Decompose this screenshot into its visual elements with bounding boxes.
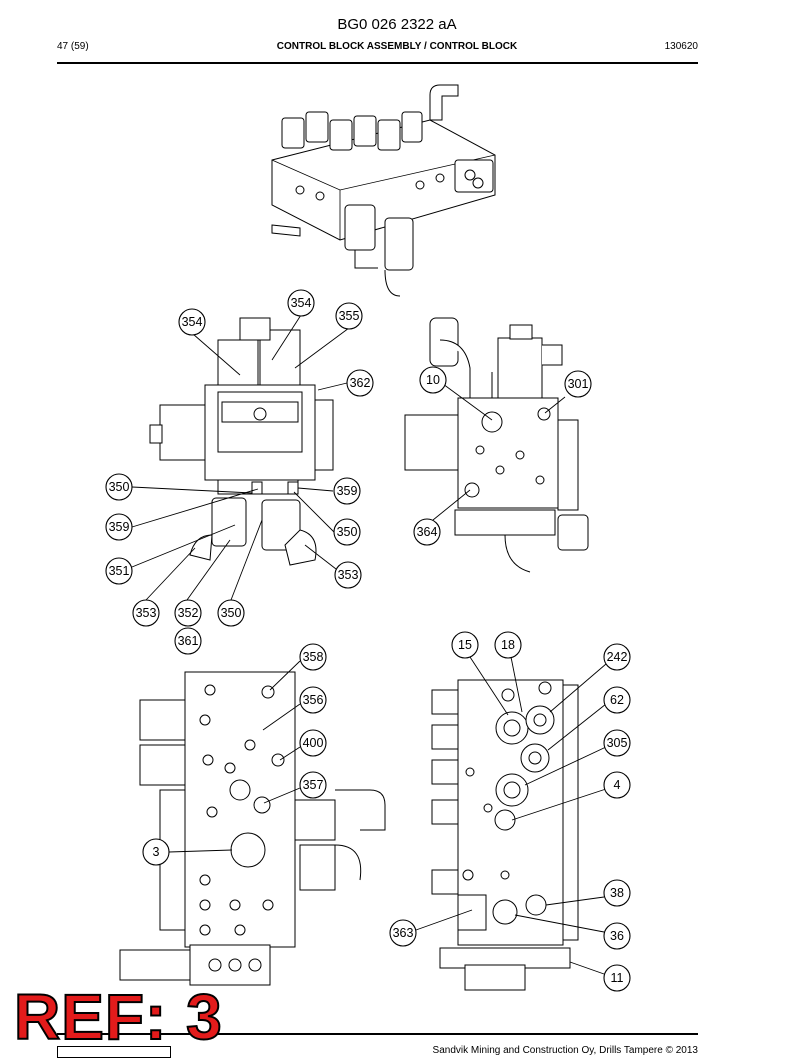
ref-stamp: REF: 3 (13, 981, 223, 1053)
callout-351: 351 (105, 557, 133, 585)
callout-400: 400 (299, 729, 327, 757)
svg-text:350: 350 (109, 480, 130, 494)
front-view (149, 317, 334, 566)
header-rule (57, 62, 698, 64)
callout-305: 305 (603, 729, 631, 757)
svg-text:351: 351 (109, 564, 130, 578)
callout-350-bottom: 350 (217, 599, 245, 627)
svg-text:305: 305 (607, 736, 628, 750)
copyright-footer: Sandvik Mining and Construction Oy, Dril… (432, 1045, 698, 1056)
callout-62: 62 (603, 686, 631, 714)
svg-text:353: 353 (338, 568, 359, 582)
svg-text:400: 400 (303, 736, 324, 750)
callout-364: 364 (413, 518, 441, 546)
leader-lines (131, 314, 607, 975)
callout-10: 10 (419, 366, 447, 394)
callout-356: 356 (299, 686, 327, 714)
svg-text:354: 354 (182, 315, 203, 329)
callout-242: 242 (603, 643, 631, 671)
callout-354-upper: 354 (287, 289, 315, 317)
document-number: BG0 026 2322 aA (337, 16, 457, 33)
svg-text:36: 36 (610, 929, 624, 943)
page-title: CONTROL BLOCK ASSEMBLY / CONTROL BLOCK (276, 41, 518, 52)
svg-text:301: 301 (568, 377, 589, 391)
svg-text:359: 359 (337, 484, 358, 498)
svg-text:363: 363 (393, 926, 414, 940)
isometric-assembly-view (271, 84, 496, 297)
svg-text:15: 15 (458, 638, 472, 652)
svg-text:357: 357 (303, 778, 324, 792)
svg-text:62: 62 (610, 693, 624, 707)
callout-355: 355 (335, 302, 363, 330)
page-number: 47 (59) (57, 41, 89, 52)
callout-350-left: 350 (105, 473, 133, 501)
callout-359-right: 359 (333, 477, 361, 505)
side-view (404, 317, 589, 573)
callout-18: 18 (494, 631, 522, 659)
svg-text:362: 362 (350, 376, 371, 390)
svg-text:350: 350 (221, 606, 242, 620)
svg-text:361: 361 (178, 634, 199, 648)
svg-text:350: 350 (337, 525, 358, 539)
callout-352: 352 (174, 599, 202, 627)
callout-361: 361 (174, 627, 202, 655)
svg-text:3: 3 (153, 845, 160, 859)
callout-38: 38 (603, 879, 631, 907)
callout-4: 4 (603, 771, 631, 799)
svg-text:18: 18 (501, 638, 515, 652)
revision-date: 130620 (664, 41, 698, 52)
svg-text:354: 354 (291, 296, 312, 310)
footer-rule (57, 1033, 698, 1035)
callout-350-right: 350 (333, 518, 361, 546)
callout-11: 11 (603, 964, 631, 992)
svg-text:38: 38 (610, 886, 624, 900)
callout-354-left: 354 (178, 308, 206, 336)
callout-3: 3 (142, 838, 170, 866)
svg-text:353: 353 (136, 606, 157, 620)
callout-358: 358 (299, 643, 327, 671)
callout-15: 15 (451, 631, 479, 659)
svg-text:352: 352 (178, 606, 199, 620)
callout-363: 363 (389, 919, 417, 947)
callout-36: 36 (603, 922, 631, 950)
svg-text:4: 4 (614, 778, 621, 792)
svg-text:364: 364 (417, 525, 438, 539)
valve-side-view (431, 679, 579, 991)
callout-353-right: 353 (334, 561, 362, 589)
port-side-view (119, 671, 386, 986)
svg-text:358: 358 (303, 650, 324, 664)
svg-text:359: 359 (109, 520, 130, 534)
callout-357: 357 (299, 771, 327, 799)
svg-text:356: 356 (303, 693, 324, 707)
svg-text:11: 11 (611, 971, 624, 985)
callout-301: 301 (564, 370, 592, 398)
callout-359-left: 359 (105, 513, 133, 541)
svg-text:242: 242 (607, 650, 628, 664)
callout-362: 362 (346, 369, 374, 397)
callout-353-bottom: 353 (132, 599, 160, 627)
svg-text:10: 10 (426, 373, 440, 387)
svg-text:355: 355 (339, 309, 360, 323)
